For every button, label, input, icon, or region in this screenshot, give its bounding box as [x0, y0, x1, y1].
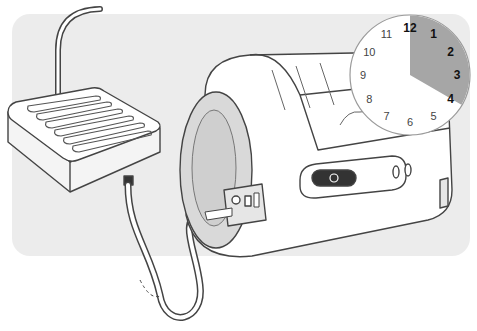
clock-number: 2 [447, 46, 454, 58]
clock-number: 9 [360, 70, 366, 81]
clock-number: 1 [430, 28, 437, 40]
elapsed-sector [410, 16, 469, 105]
clock-number: 10 [363, 46, 375, 57]
clock-number: 4 [447, 93, 454, 105]
clock-face: 121234567891011 [348, 13, 472, 137]
clock-number: 5 [430, 110, 436, 121]
pedal-upper-cord [58, 9, 100, 100]
background-panel [12, 14, 470, 256]
clock-dial [350, 15, 470, 135]
clock-number: 3 [454, 69, 461, 81]
clock-number: 8 [366, 93, 372, 104]
clock-number: 12 [403, 22, 416, 34]
clock-number: 11 [381, 29, 392, 40]
foot-pedal [8, 88, 160, 192]
clock-number: 6 [407, 117, 413, 128]
clock-number: 7 [383, 110, 389, 121]
